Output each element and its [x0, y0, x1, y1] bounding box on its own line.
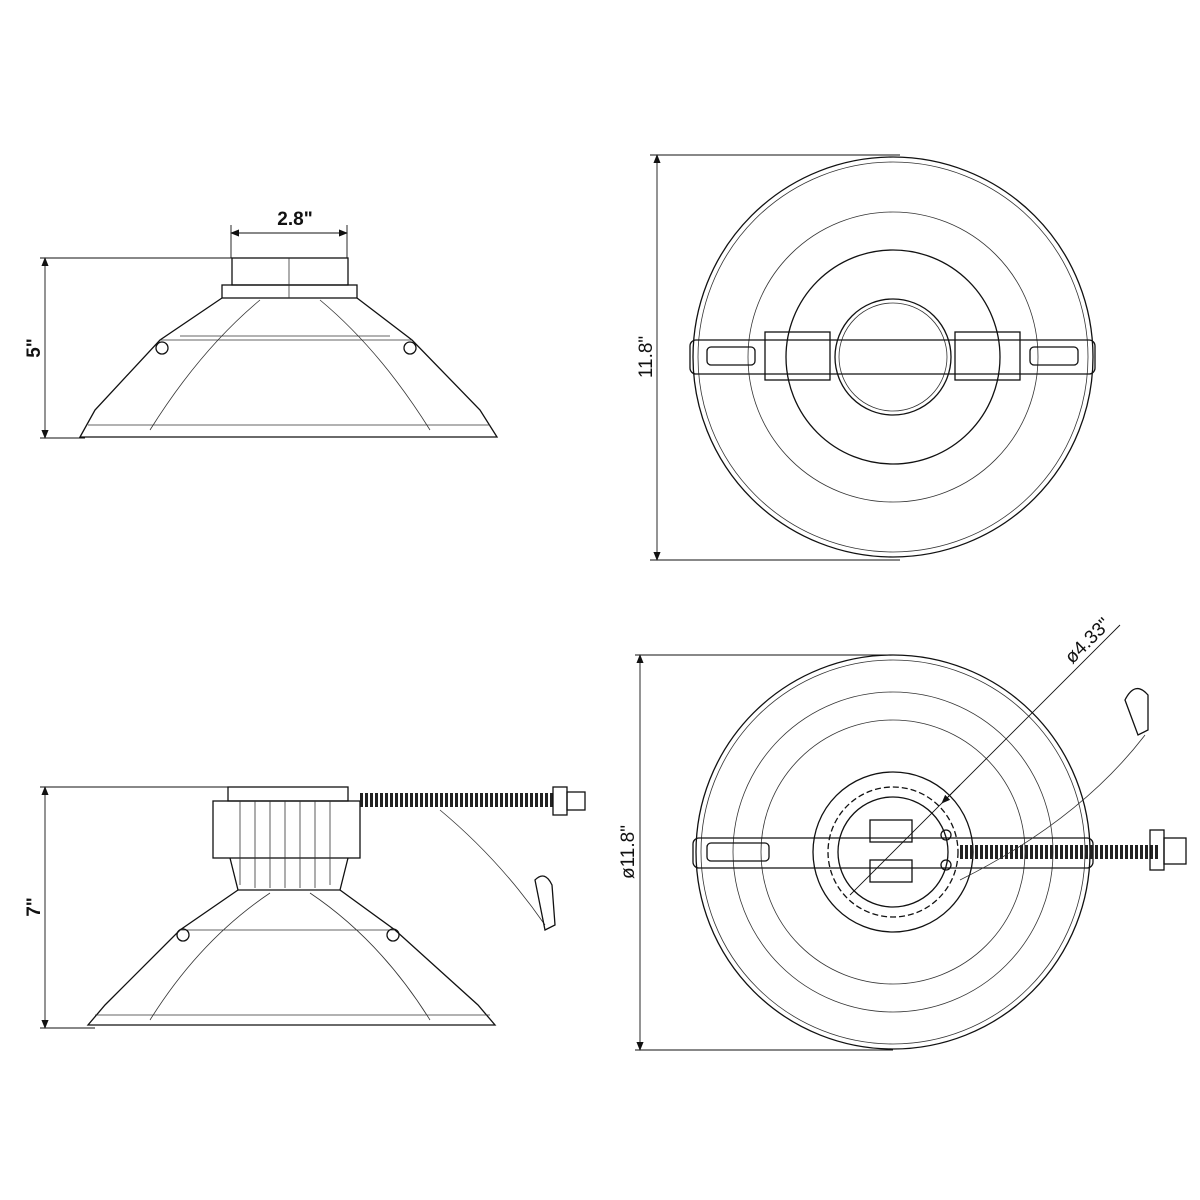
top-view: 11.8" — [636, 154, 1096, 561]
height-dimension-label: 7" — [24, 897, 45, 917]
side-view: 2.8" 5" — [24, 209, 499, 439]
width-dimension-label: 2.8" — [277, 209, 312, 230]
inner-diameter-label: ø4.33" — [1061, 614, 1115, 668]
diameter-dimension-label: 11.8" — [636, 336, 657, 378]
bottom-view: ø11.8" ø4.33" — [618, 614, 1187, 1051]
inner-diameter-leader-line — [849, 624, 1121, 896]
diameter-dimension-label: ø11.8" — [618, 825, 639, 879]
height-dimension-label: 5" — [24, 338, 45, 358]
side-view-with-driver: 7" — [24, 786, 586, 1029]
